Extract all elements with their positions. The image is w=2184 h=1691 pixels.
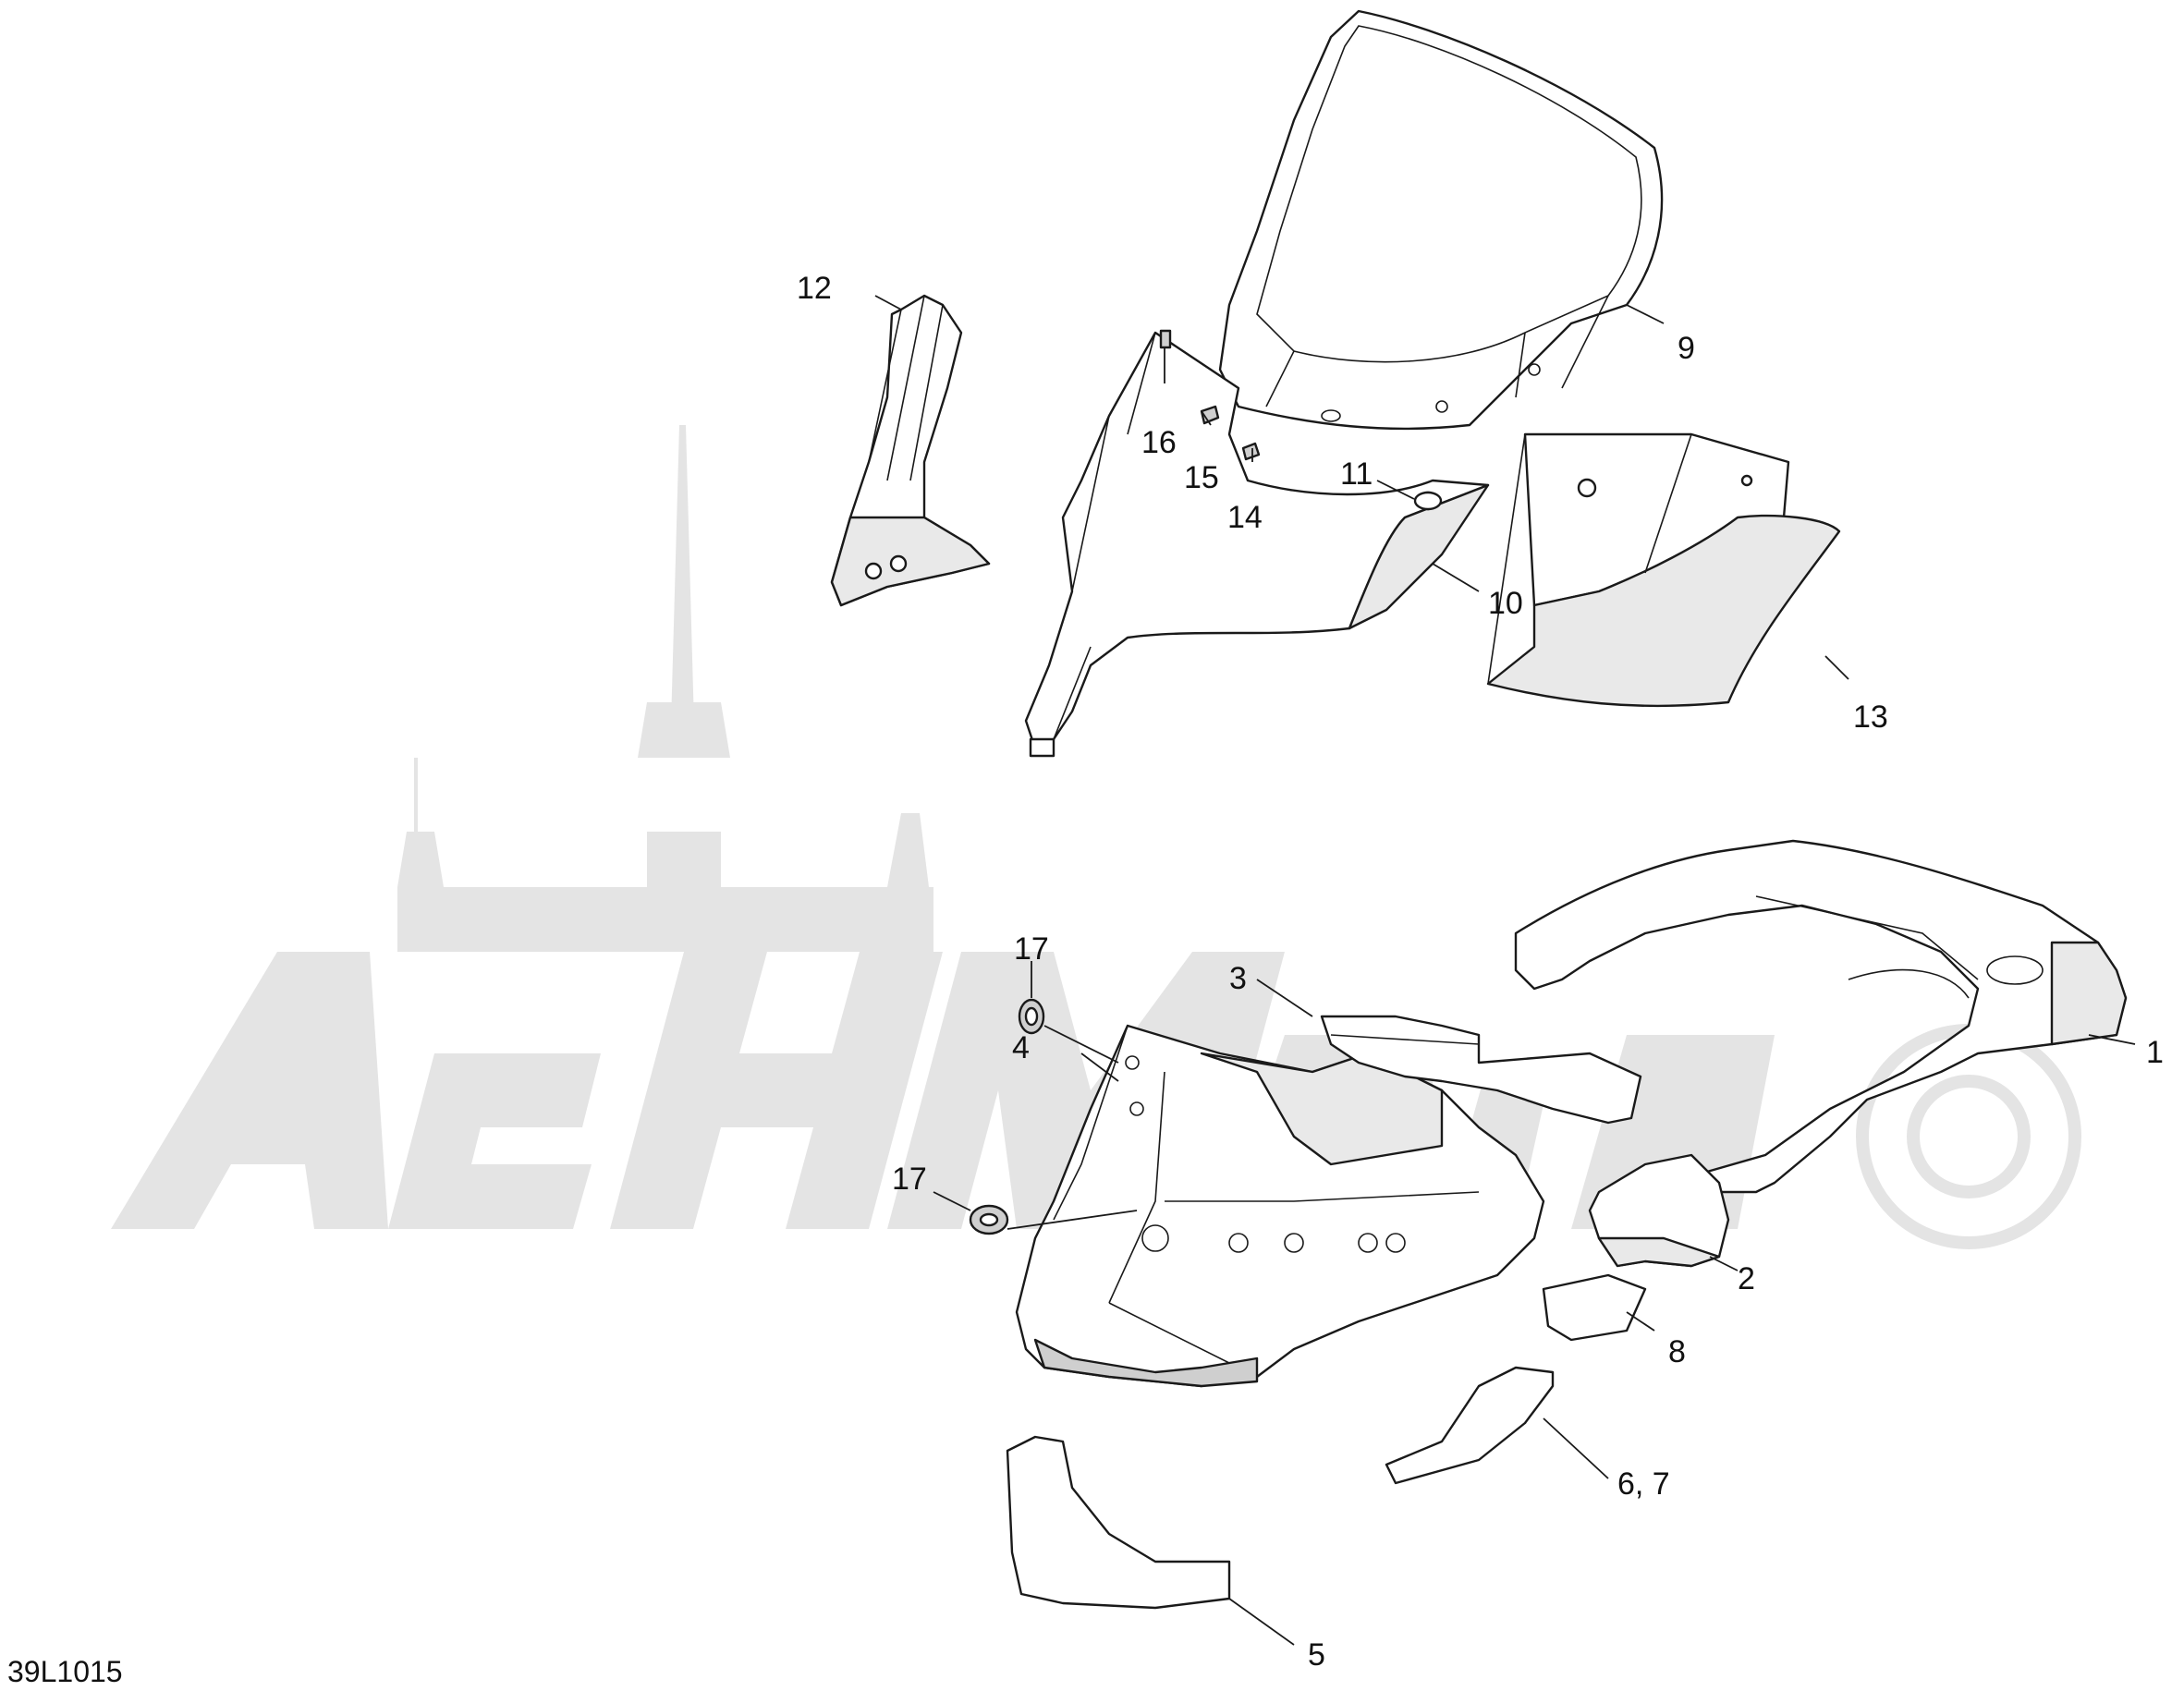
callout-10: 10	[1488, 586, 1523, 621]
callout-14: 14	[1227, 500, 1263, 535]
callout-11: 11	[1340, 456, 1373, 492]
part-grommet-17	[969, 998, 1045, 1235]
part-grommet-11	[1413, 491, 1443, 511]
part-small-pad	[1542, 1273, 1647, 1342]
callout-labels: 1 2 3 4 5 6, 7 8 9 10 11 12 13 14 15 16 …	[797, 271, 2164, 1673]
leader-lines	[874, 295, 2136, 1646]
part-windshield	[1218, 9, 1664, 431]
callout-13: 13	[1853, 700, 1888, 735]
part-headlight-cover	[1588, 1153, 1730, 1268]
callout-5: 5	[1308, 1637, 1325, 1673]
part-front-hood	[1015, 1024, 1545, 1388]
part-side-bracket-left	[830, 294, 991, 607]
callout-3: 3	[1229, 961, 1247, 996]
callout-6-7: 6, 7	[1617, 1466, 1670, 1502]
callout-15: 15	[1184, 460, 1219, 495]
callout-2: 2	[1738, 1261, 1755, 1296]
part-side-panel-right	[1486, 432, 1841, 708]
part-lower-nose-pad	[1006, 1435, 1231, 1610]
callout-8: 8	[1668, 1334, 1686, 1369]
part-hood-insert	[1320, 1015, 1642, 1125]
callout-1: 1	[2146, 1035, 2164, 1070]
callout-9: 9	[1678, 331, 1695, 366]
callout-17-top: 17	[1014, 931, 1049, 967]
part-hood-side-trim	[1514, 839, 2128, 1194]
callout-16: 16	[1141, 425, 1177, 460]
callout-17-left: 17	[892, 1162, 927, 1197]
part-curved-pad	[1385, 1366, 1555, 1485]
drawing-code: 39L1015	[7, 1655, 123, 1688]
callout-12: 12	[797, 271, 832, 306]
part-fasteners	[1159, 329, 1261, 461]
callout-4: 4	[1012, 1030, 1030, 1065]
